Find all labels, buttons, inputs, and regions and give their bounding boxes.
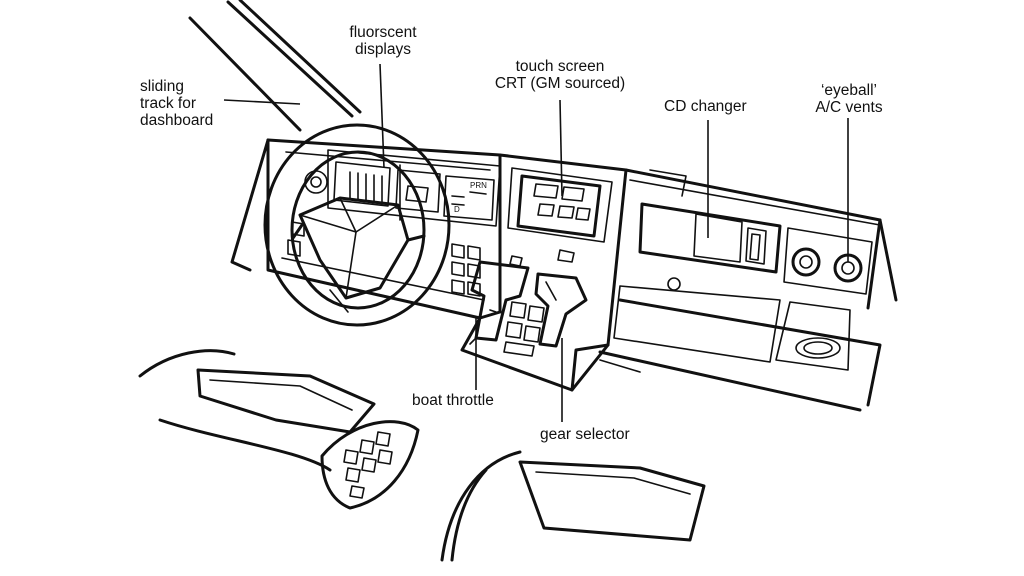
label-gear-selector: gear selector — [540, 426, 630, 443]
side-display-tag: D — [454, 205, 460, 214]
center-console — [460, 153, 641, 392]
label-touch-screen: touch screen CRT (GM sourced) — [478, 58, 642, 92]
steering-wheel — [263, 123, 451, 327]
label-text: CD changer — [664, 98, 747, 115]
dashboard-body — [230, 138, 898, 412]
boat-throttle — [469, 255, 530, 345]
label-cd-changer: CD changer — [664, 98, 747, 115]
throttle-base-switches — [503, 301, 545, 357]
label-line: dashboard — [140, 112, 214, 129]
ac-vents — [783, 227, 873, 295]
label-line: ‘eyeball’ — [820, 82, 877, 99]
label-fluorescent-displays: fluorscent displays — [340, 24, 426, 58]
instrument-cluster: PRN D — [327, 149, 501, 227]
wheel-side-switches — [451, 243, 481, 297]
label-line: fluorscent — [349, 24, 417, 41]
sliding-track-rails — [188, 0, 362, 132]
label-text: boat throttle — [412, 392, 494, 409]
label-sliding-track: sliding track for dashboard — [140, 78, 213, 129]
label-text: gear selector — [540, 426, 630, 443]
left-seat — [138, 349, 376, 472]
right-seat — [440, 450, 706, 562]
label-boat-throttle: boat throttle — [412, 392, 494, 409]
label-line: A/C vents — [815, 99, 883, 116]
label-line: displays — [355, 41, 411, 58]
display-tag: PRN — [470, 181, 487, 190]
right-dashboard — [613, 169, 881, 363]
label-line: touch screen — [515, 58, 605, 75]
label-line: sliding — [140, 78, 184, 95]
annotation-leaders — [223, 63, 849, 422]
gear-selector — [534, 249, 588, 348]
door-armrest — [320, 420, 420, 510]
label-line: track for — [140, 95, 196, 112]
label-line: CRT (GM sourced) — [494, 75, 626, 92]
label-ac-vents: ‘eyeball’ A/C vents — [804, 82, 894, 116]
cupholder-tray — [775, 301, 851, 371]
